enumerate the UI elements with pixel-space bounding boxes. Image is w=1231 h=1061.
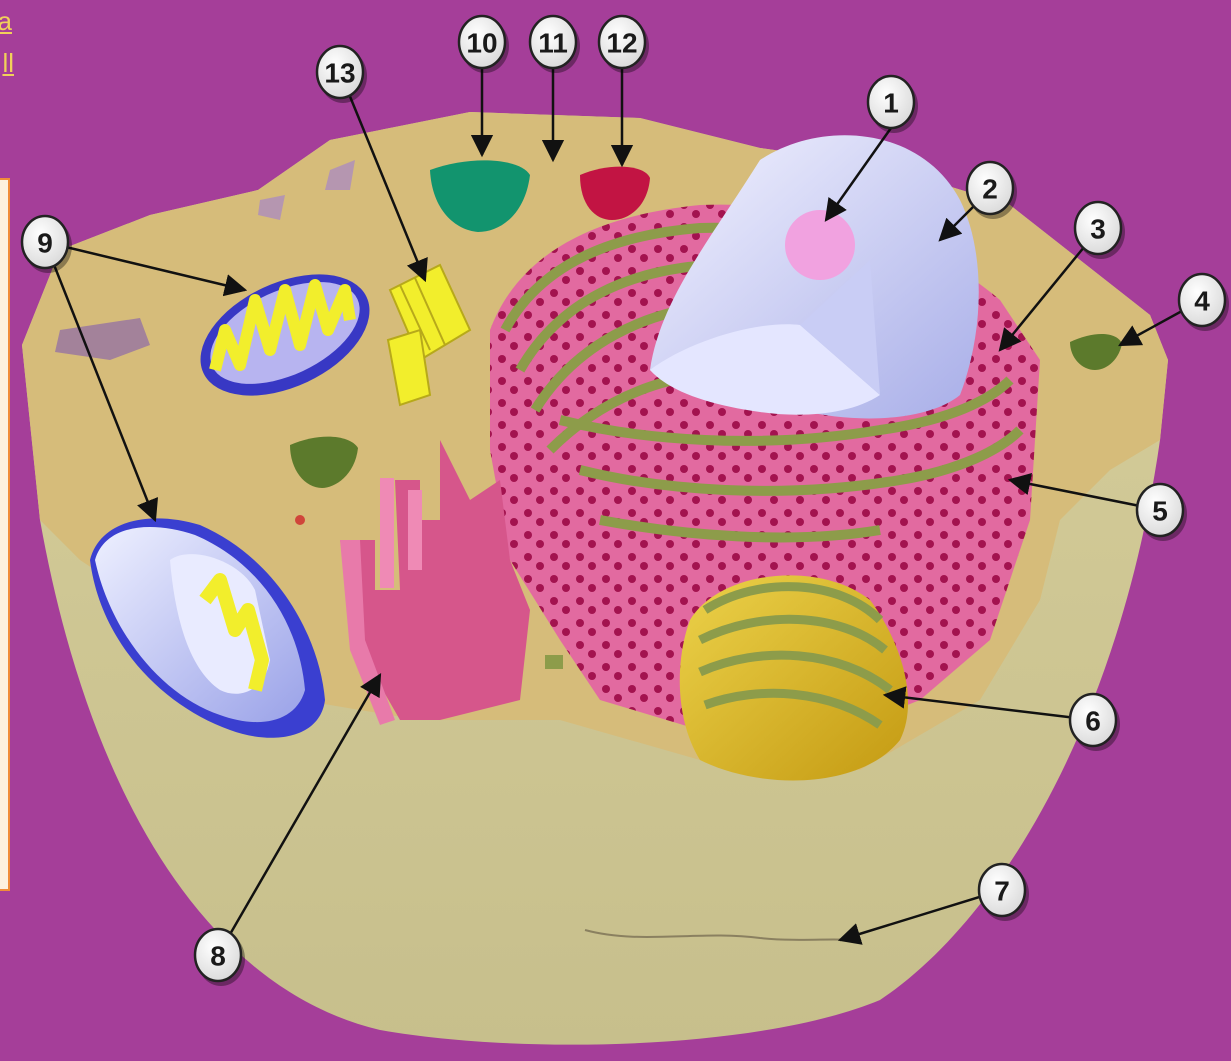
label-text-9: 9 (37, 228, 53, 259)
label-text-7: 7 (994, 876, 1010, 907)
label-12: 12 (599, 16, 649, 73)
label-5: 5 (1137, 484, 1187, 541)
label-4: 4 (1179, 274, 1229, 331)
label-text-11: 11 (538, 28, 568, 59)
label-text-10: 10 (466, 28, 497, 59)
label-text-5: 5 (1152, 496, 1168, 527)
label-text-1: 1 (883, 88, 899, 119)
label-text-12: 12 (606, 28, 637, 59)
label-1: 1 (868, 76, 918, 133)
label-10: 10 (459, 16, 509, 73)
nucleolus-icon (785, 210, 855, 280)
ribosome-icon (295, 515, 305, 525)
label-13: 13 (317, 46, 367, 103)
label-text-13: 13 (324, 58, 355, 89)
golgi-apparatus-icon (680, 575, 908, 780)
label-text-2: 2 (982, 174, 998, 205)
label-text-4: 4 (1194, 286, 1210, 317)
label-11: 11 (530, 16, 580, 73)
label-6: 6 (1070, 694, 1120, 751)
label-text-6: 6 (1085, 706, 1101, 737)
label-7: 7 (979, 864, 1029, 921)
label-text-3: 3 (1090, 214, 1106, 245)
label-9: 9 (22, 216, 72, 273)
label-text-8: 8 (210, 941, 226, 972)
